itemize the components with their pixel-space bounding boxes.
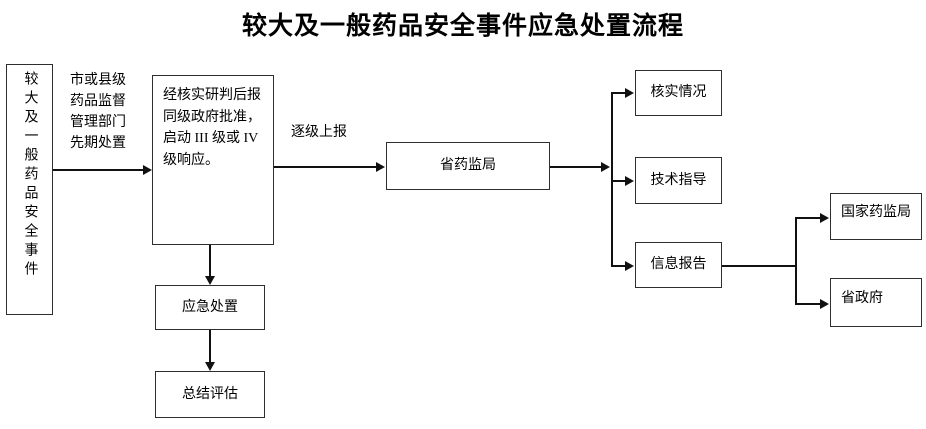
node-tech-guidance-label: 技术指导 bbox=[650, 172, 707, 188]
edge-bus-to-info-report bbox=[611, 265, 627, 267]
node-summary-eval: 总结评估 bbox=[155, 371, 265, 418]
node-source: 较大及一般药品安全事件 bbox=[6, 64, 53, 315]
arrowhead-bus-to-provincial-gov bbox=[820, 299, 829, 309]
edge-bus-to-verify bbox=[611, 92, 627, 94]
node-national-mpa-label: 国家药监局 bbox=[841, 205, 911, 220]
edge-source-to-assess bbox=[53, 169, 144, 171]
node-verify-label: 核实情况 bbox=[650, 85, 707, 101]
arrowhead-bus-to-info-report bbox=[625, 261, 634, 271]
edge-bus-to-tech-guidance bbox=[611, 180, 627, 182]
node-emergency-disposal: 应急处置 bbox=[155, 285, 265, 330]
edge-assess-to-provincial-mpa bbox=[274, 166, 377, 168]
node-emergency-disposal-label: 应急处置 bbox=[182, 299, 238, 315]
page-title: 较大及一般药品安全事件应急处置流程 bbox=[241, 13, 684, 40]
arrowhead-bus-to-national-mpa bbox=[820, 213, 829, 223]
edge-label-report-up: 逐级上报 bbox=[291, 125, 347, 140]
node-provincial-gov-label: 省政府 bbox=[841, 291, 883, 306]
edge-fanout-bus bbox=[611, 92, 613, 266]
node-info-report-label: 信息报告 bbox=[650, 257, 707, 273]
node-summary-eval-label: 总结评估 bbox=[182, 386, 238, 402]
node-verify: 核实情况 bbox=[635, 70, 722, 116]
edge-info-report-bus bbox=[795, 217, 797, 304]
edge-info-report-stub bbox=[722, 265, 796, 267]
arrowhead-emergency-to-summary bbox=[205, 362, 215, 371]
node-source-label: 较大及一般药品安全事件 bbox=[22, 71, 38, 280]
edge-bus-to-national-mpa bbox=[795, 217, 822, 219]
node-info-report: 信息报告 bbox=[635, 242, 722, 288]
arrowhead-assess-to-emergency bbox=[205, 276, 215, 285]
node-national-mpa: 国家药监局 bbox=[830, 193, 922, 240]
edge-bus-to-provincial-gov bbox=[795, 303, 822, 305]
arrowhead-provincial-mpa-stub bbox=[601, 162, 610, 172]
arrowhead-assess-to-provincial-mpa bbox=[376, 162, 385, 172]
arrowhead-source-to-assess bbox=[143, 165, 152, 175]
edge-emergency-to-summary bbox=[209, 330, 211, 364]
arrowhead-bus-to-tech-guidance bbox=[625, 176, 634, 186]
edge-assess-to-emergency bbox=[209, 245, 211, 278]
node-tech-guidance: 技术指导 bbox=[635, 157, 722, 204]
node-provincial-mpa-label: 省药监局 bbox=[440, 158, 496, 174]
node-provincial-mpa: 省药监局 bbox=[386, 142, 550, 190]
arrowhead-bus-to-verify bbox=[625, 88, 634, 98]
node-assess: 经核实研判后报同级政府批准，启动 III 级或 IV 级响应。 bbox=[152, 75, 274, 245]
edge-label-initial-handling: 市或县级 药品监督 管理部门 先期处置 bbox=[70, 73, 126, 151]
edge-provincial-mpa-stub bbox=[550, 166, 602, 168]
node-assess-label: 经核实研判后报同级政府批准，启动 III 级或 IV 级响应。 bbox=[163, 88, 261, 169]
node-provincial-gov: 省政府 bbox=[830, 278, 922, 327]
